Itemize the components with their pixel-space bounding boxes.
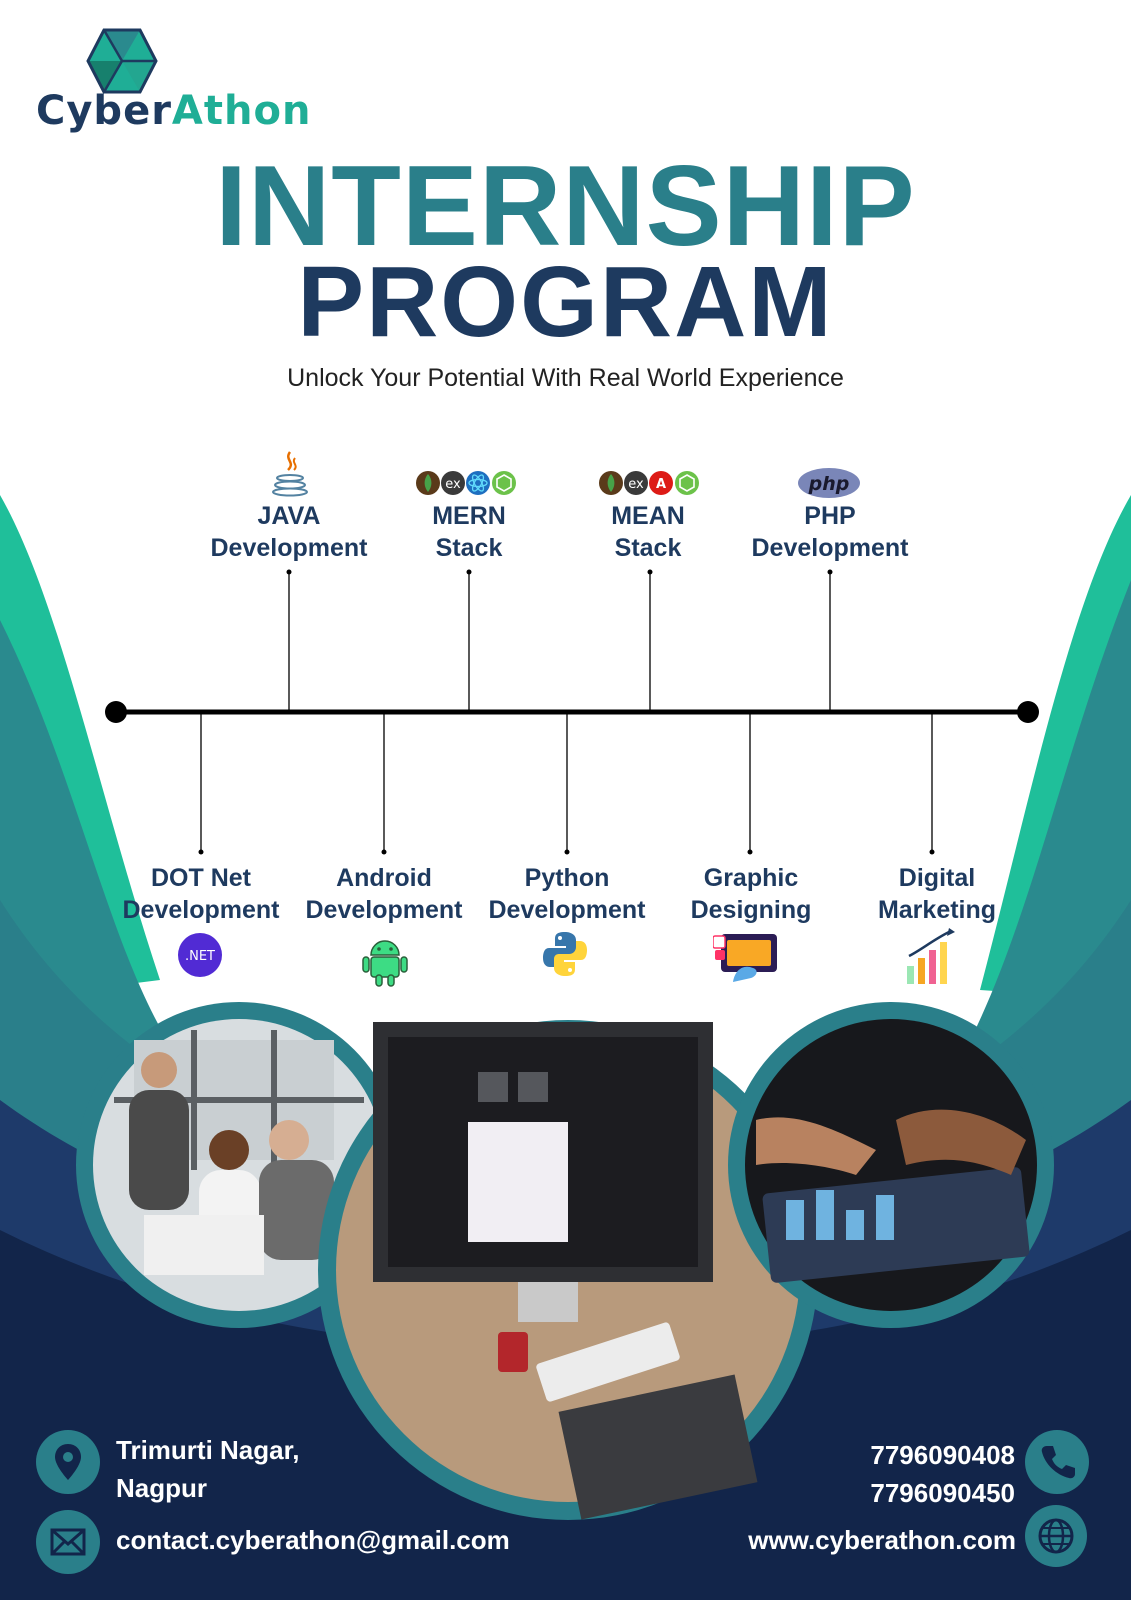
- bar-chart-icon: [907, 928, 955, 984]
- skill-line1: Python: [524, 864, 610, 892]
- skill-digital: Digital Marketing: [837, 862, 1037, 926]
- skill-line1: MERN: [432, 502, 506, 530]
- headline-program: PROGRAM: [297, 246, 834, 358]
- analytics-photo: [728, 1002, 1054, 1328]
- tagline: Unlock Your Potential With Real World Ex…: [287, 364, 844, 392]
- website-link[interactable]: www.cyberathon.com: [748, 1525, 1016, 1555]
- phone-number-2[interactable]: 7796090450: [870, 1478, 1015, 1508]
- dotnet-icon-text: .NET: [185, 949, 215, 964]
- skill-line2: Stack: [435, 534, 503, 562]
- address-line2: Nagpur: [116, 1473, 207, 1503]
- android-icon: [362, 940, 408, 987]
- skill-android: Android Development: [284, 862, 484, 926]
- globe-icon: [1025, 1505, 1087, 1567]
- skill-java: JAVA Development: [189, 500, 389, 564]
- location-icon: [36, 1430, 100, 1494]
- address-line1: Trimurti Nagar,: [116, 1435, 300, 1465]
- phone-numbers: 7796090408 7796090450: [855, 1436, 1015, 1512]
- timeline: [105, 569, 1039, 855]
- skill-line2: Development: [751, 534, 909, 562]
- skill-line2: Development: [210, 534, 368, 562]
- skill-graphic: Graphic Designing: [651, 862, 851, 926]
- skill-mean: MEAN Stack: [548, 500, 748, 564]
- brand-part2: Athon: [171, 88, 312, 134]
- skill-line1: DOT Net: [151, 864, 251, 892]
- email-link[interactable]: contact.cyberathon@gmail.com: [116, 1525, 510, 1555]
- skill-mern: MERN Stack: [369, 500, 569, 564]
- dotnet-icon: .NET: [178, 933, 222, 977]
- php-icon: php: [798, 468, 860, 498]
- skill-line1: Graphic: [703, 864, 799, 892]
- express-badge: ex: [445, 477, 461, 492]
- workspace-photo: [318, 1020, 818, 1520]
- mean-stack-icons: ex A: [599, 471, 699, 495]
- skill-line2: Development: [122, 896, 280, 924]
- graphic-design-icon: [713, 934, 777, 982]
- angular-badge: A: [656, 477, 666, 492]
- php-icon-text: php: [808, 473, 850, 495]
- email-icon: [36, 1510, 100, 1574]
- skill-dotnet: DOT Net Development: [101, 862, 301, 926]
- skill-php: PHP Development: [730, 500, 930, 564]
- phone-icon: [1025, 1430, 1089, 1494]
- skill-line2: Stack: [614, 534, 682, 562]
- skill-line1: Digital: [898, 864, 976, 892]
- skill-line1: JAVA: [257, 502, 321, 530]
- skill-line2: Development: [488, 896, 646, 924]
- skill-line2: Development: [305, 896, 463, 924]
- logo-mark-icon: [86, 28, 158, 94]
- skill-line1: Android: [336, 864, 432, 892]
- skill-python: Python Development: [467, 862, 667, 926]
- skill-line1: MEAN: [611, 502, 685, 530]
- express-badge: ex: [628, 477, 644, 492]
- skill-line2: Designing: [690, 896, 812, 924]
- headline-internship: INTERNSHIP: [215, 143, 916, 270]
- address: Trimurti Nagar, Nagpur: [116, 1431, 300, 1507]
- brand-logo: CyberAthon: [36, 88, 311, 134]
- brand-part1: Cyber: [36, 88, 172, 134]
- python-icon: [543, 932, 587, 976]
- skill-line1: PHP: [804, 502, 856, 530]
- java-icon: [272, 451, 308, 497]
- phone-number-1[interactable]: 7796090408: [870, 1440, 1015, 1470]
- skill-line2: Marketing: [877, 896, 997, 924]
- mern-stack-icons: ex: [416, 471, 516, 495]
